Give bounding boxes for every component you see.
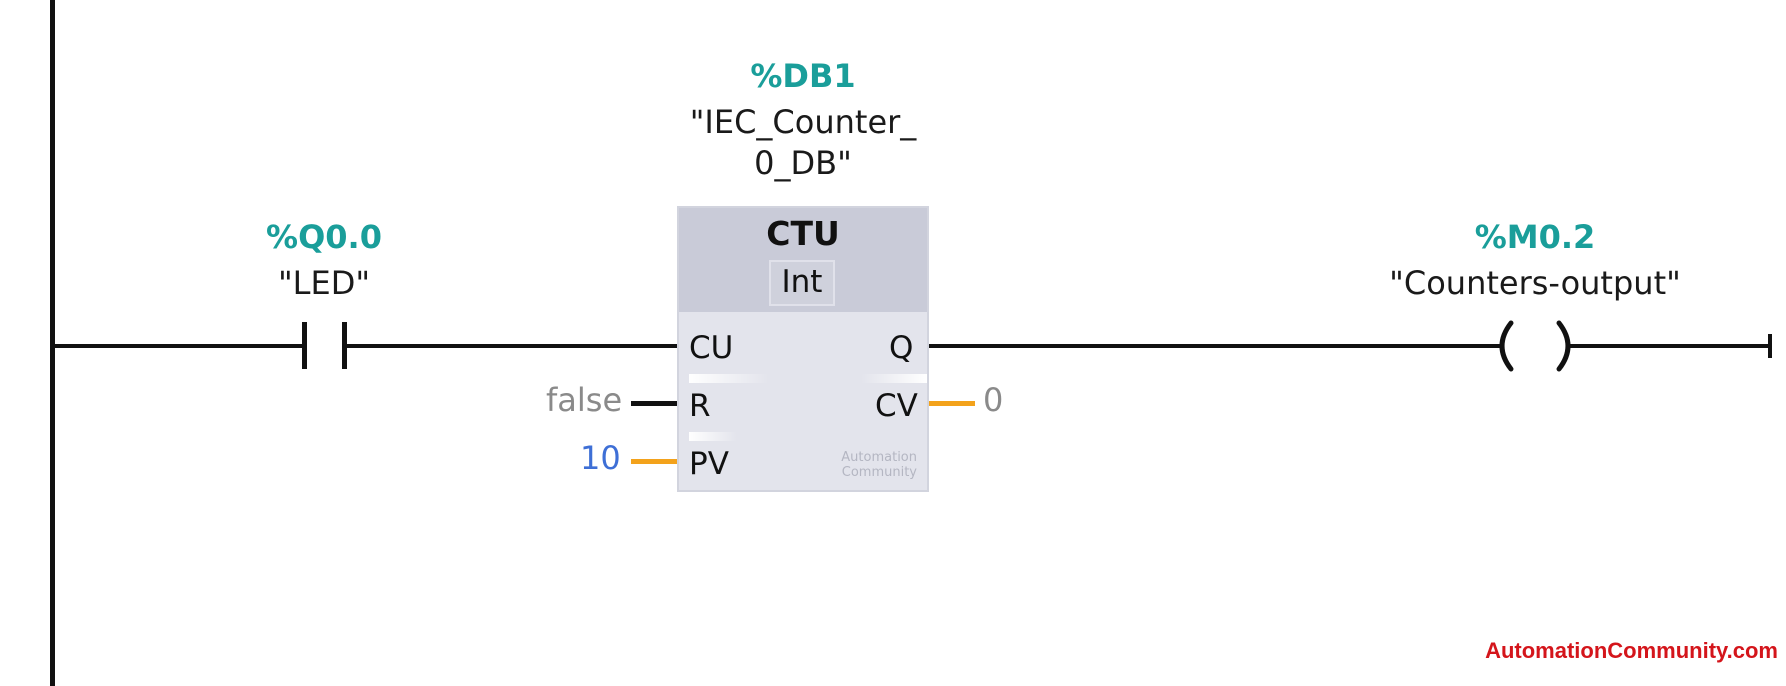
block-type-label: CTU: [766, 214, 840, 253]
pin-q-label: Q: [889, 330, 914, 366]
left-power-rail: [50, 0, 55, 686]
contact-symbol: "LED": [277, 264, 371, 302]
cv-output-wire: [929, 401, 975, 406]
rung-wire-left: [55, 344, 303, 348]
coil-left-arc: [1499, 320, 1514, 372]
pin-cu-highlight: [689, 374, 769, 383]
rung-wire-right: [1566, 344, 1770, 348]
pin-pv-label: PV: [689, 446, 729, 482]
pv-input-value[interactable]: 10: [580, 439, 621, 477]
contact-left-bar: [302, 322, 307, 369]
brand-watermark: AutomationCommunity.com: [1485, 638, 1778, 663]
block-header: CTU Int: [679, 208, 927, 312]
cv-output-value[interactable]: 0: [983, 381, 1004, 419]
r-input-wire: [631, 401, 677, 406]
pin-r-highlight: [689, 432, 737, 441]
instance-db-symbol-line1: "IEC_Counter_: [689, 103, 917, 141]
data-type-selector[interactable]: Int: [769, 260, 835, 306]
coil-address: %M0.2: [1474, 218, 1596, 256]
block-watermark: Automation Community: [799, 450, 917, 480]
coil-right-arc: [1556, 320, 1571, 372]
rung-wire-block-to-coil: [929, 344, 1504, 348]
pin-cu-label: CU: [689, 330, 734, 366]
coil-symbol: "Counters-output": [1389, 264, 1681, 302]
watermark-line2: Community: [841, 465, 917, 480]
ctu-counter-block[interactable]: CTU Int CU R PV Q CV Automation Communit…: [677, 206, 929, 492]
contact-address: %Q0.0: [266, 218, 382, 256]
r-input-value[interactable]: false: [546, 381, 623, 419]
pin-q-highlight: [861, 374, 927, 383]
pin-r-label: R: [689, 388, 711, 424]
instance-db-address: %DB1: [750, 57, 856, 95]
pin-cv-label: CV: [875, 388, 918, 424]
instance-db-symbol-line2: 0_DB": [754, 144, 852, 182]
watermark-line1: Automation: [841, 450, 917, 465]
contact-right-bar: [342, 322, 347, 369]
rung-end-marker: [1768, 334, 1772, 358]
rung-wire-contact-to-block: [346, 344, 677, 348]
pv-input-wire: [631, 459, 677, 464]
